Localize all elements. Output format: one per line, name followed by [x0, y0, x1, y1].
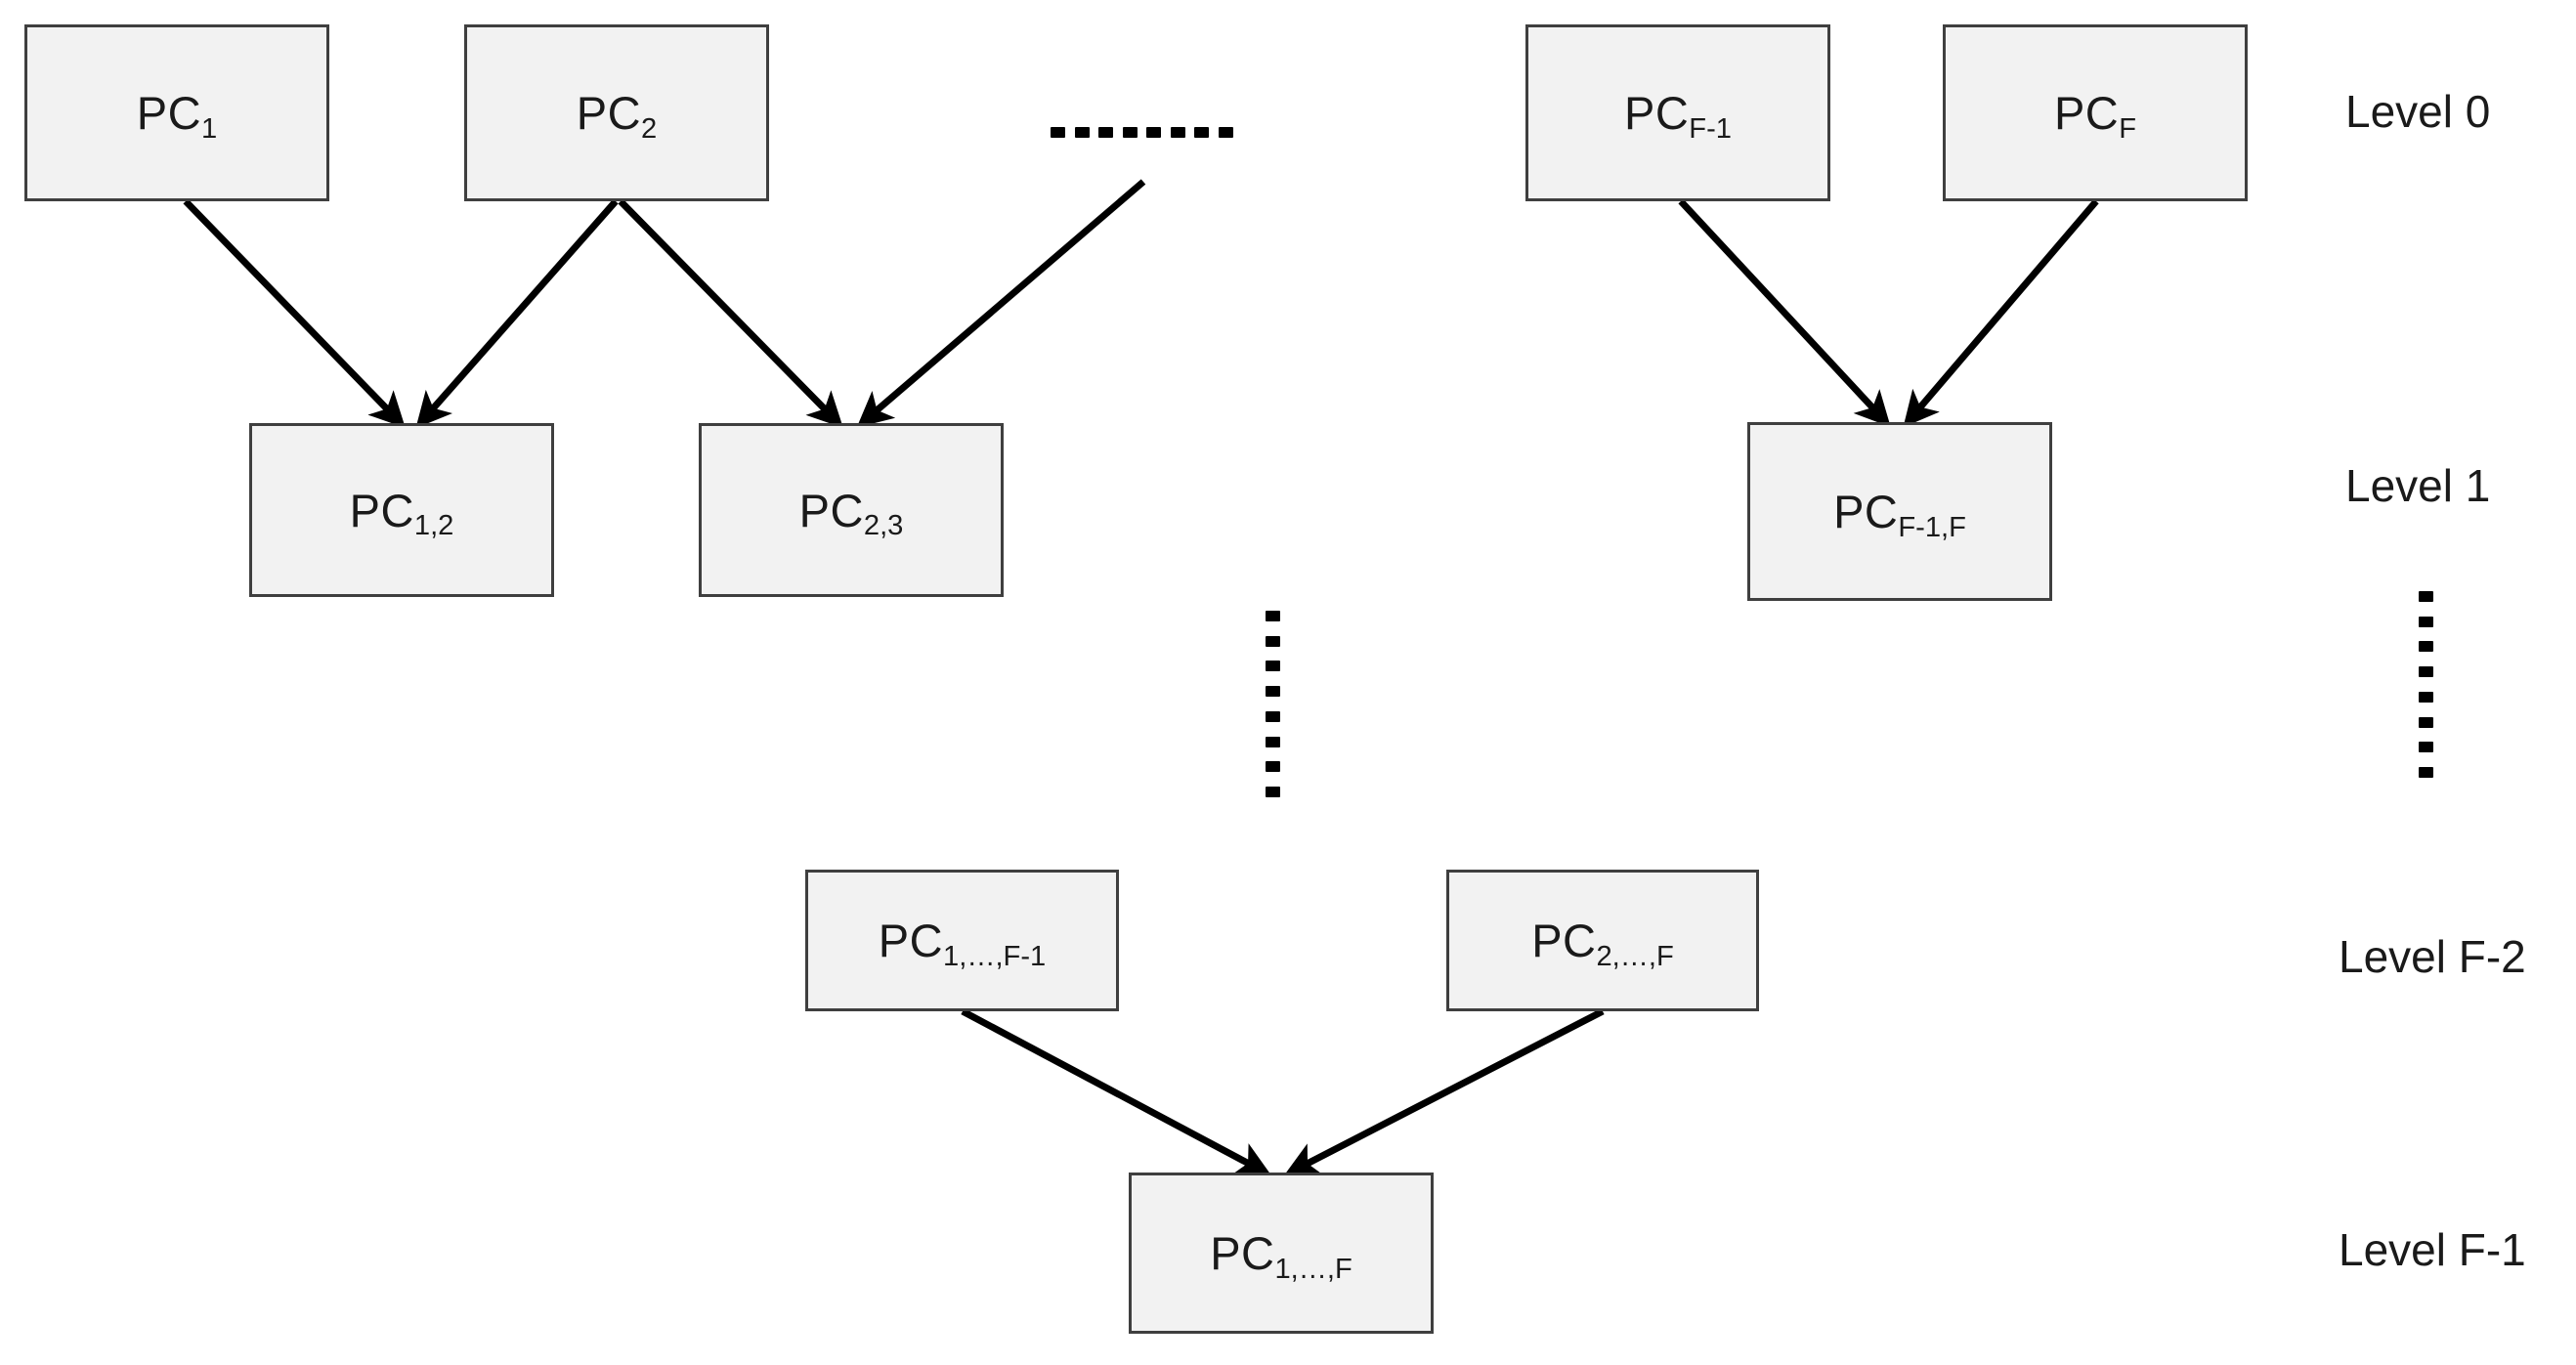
node-label-subscript: F-1,F	[1898, 511, 1966, 543]
ellipsis-dot	[2419, 717, 2433, 728]
node-box-pc1toF[interactable]: PC1,…,F	[1129, 1173, 1434, 1334]
node-label-subscript: 2	[641, 112, 658, 145]
node-box-pc12[interactable]: PC1,2	[249, 423, 554, 597]
ellipsis-dot	[1266, 686, 1280, 697]
node-label-base: PC	[1531, 915, 1597, 966]
node-label-pc1toFm1: PC1,…,F-1	[878, 915, 1047, 970]
edge-pc1toFm1-to-pc1toF	[961, 1007, 1272, 1176]
ellipsis-dot	[1123, 127, 1138, 138]
edge-group	[183, 179, 2099, 1176]
node-label-pc23: PC2,3	[798, 484, 904, 540]
node-label-pc1: PC1	[136, 87, 218, 143]
ellipsis-dot	[1266, 661, 1280, 671]
node-label-base: PC	[1833, 486, 1899, 537]
ellipsis-dot	[1219, 127, 1233, 138]
ellipsis-dot	[2419, 742, 2433, 752]
edge-pc2-to-pc23	[618, 198, 843, 428]
ellipsis-dot	[2419, 666, 2433, 677]
ellipsis-dot	[2419, 641, 2433, 652]
ellipsis-dot	[1171, 127, 1185, 138]
ellipsis-dot	[2419, 767, 2433, 778]
ellipsis-dot	[1051, 127, 1065, 138]
node-box-pc1[interactable]: PC1	[24, 24, 329, 201]
edge-pc2toF-to-pc1toF	[1283, 1007, 1605, 1176]
node-box-pc2toF[interactable]: PC2,…,F	[1446, 870, 1759, 1011]
node-label-pc2toF: PC2,…,F	[1531, 915, 1674, 970]
vertical-ellipsis-levels	[2419, 591, 2433, 778]
node-label-pc12: PC1,2	[349, 484, 454, 540]
node-box-pc2[interactable]: PC2	[464, 24, 769, 201]
edge-pc1-to-pc12	[183, 198, 406, 429]
node-label-subscript: 1,…,F	[1274, 1253, 1352, 1285]
ellipsis-dot	[2419, 617, 2433, 627]
node-label-pcFm1F: PCF-1,F	[1833, 486, 1966, 541]
edge-pcF-to-pcFm1F	[1903, 198, 2099, 428]
node-label-base: PC	[136, 87, 202, 139]
edge-ellipsis-to-pc23	[856, 179, 1146, 428]
node-box-pcF[interactable]: PCF	[1943, 24, 2248, 201]
level-label-level-1: Level 1	[2345, 460, 2491, 511]
ellipsis-dot	[1266, 611, 1280, 621]
node-box-pcFm1F[interactable]: PCF-1,F	[1747, 422, 2052, 601]
node-label-pc1toF: PC1,…,F	[1210, 1227, 1352, 1283]
node-label-subscript: 1,…,F-1	[943, 940, 1047, 972]
node-label-base: PC	[2053, 87, 2120, 139]
level-label-level-f-2: Level F-2	[2339, 931, 2526, 982]
horizontal-ellipsis-level0	[1051, 127, 1233, 138]
node-label-subscript: 2,…,F	[1596, 940, 1674, 972]
level-label-level-0: Level 0	[2345, 86, 2491, 137]
node-label-subscript: F-1	[1689, 112, 1732, 145]
node-box-pc1toFm1[interactable]: PC1,…,F-1	[805, 870, 1119, 1011]
ellipsis-dot	[2419, 692, 2433, 703]
ellipsis-dot	[2419, 591, 2433, 602]
node-box-pc23[interactable]: PC2,3	[699, 423, 1004, 597]
node-label-subscript: 1,2	[413, 510, 454, 542]
node-label-base: PC	[349, 484, 414, 536]
ellipsis-dot	[1266, 636, 1280, 647]
node-label-base: PC	[878, 915, 944, 966]
ellipsis-dot	[1266, 737, 1280, 747]
node-label-pcFm1: PCF-1	[1624, 87, 1732, 143]
node-label-subscript: 1	[201, 112, 218, 145]
edge-pc2-to-pc12	[415, 198, 619, 429]
node-label-base: PC	[1624, 87, 1690, 139]
node-label-subscript: F	[2119, 112, 2137, 145]
vertical-ellipsis-center	[1266, 611, 1280, 797]
ellipsis-dot	[1075, 127, 1090, 138]
edge-pcFm1-to-pcFm1F	[1678, 198, 1891, 428]
node-box-pcFm1[interactable]: PCF-1	[1525, 24, 1830, 201]
ellipsis-dot	[1266, 787, 1280, 797]
node-label-base: PC	[1210, 1227, 1275, 1279]
ellipsis-dot	[1266, 761, 1280, 772]
node-label-base: PC	[576, 87, 642, 139]
ellipsis-dot	[1266, 711, 1280, 722]
node-label-subscript: 2,3	[863, 510, 904, 542]
level-label-level-f-1: Level F-1	[2339, 1224, 2526, 1275]
node-label-pcF: PCF	[2053, 87, 2136, 143]
ellipsis-dot	[1194, 127, 1209, 138]
ellipsis-dot	[1146, 127, 1161, 138]
node-label-base: PC	[798, 484, 864, 536]
node-label-pc2: PC2	[576, 87, 658, 143]
ellipsis-dot	[1098, 127, 1113, 138]
